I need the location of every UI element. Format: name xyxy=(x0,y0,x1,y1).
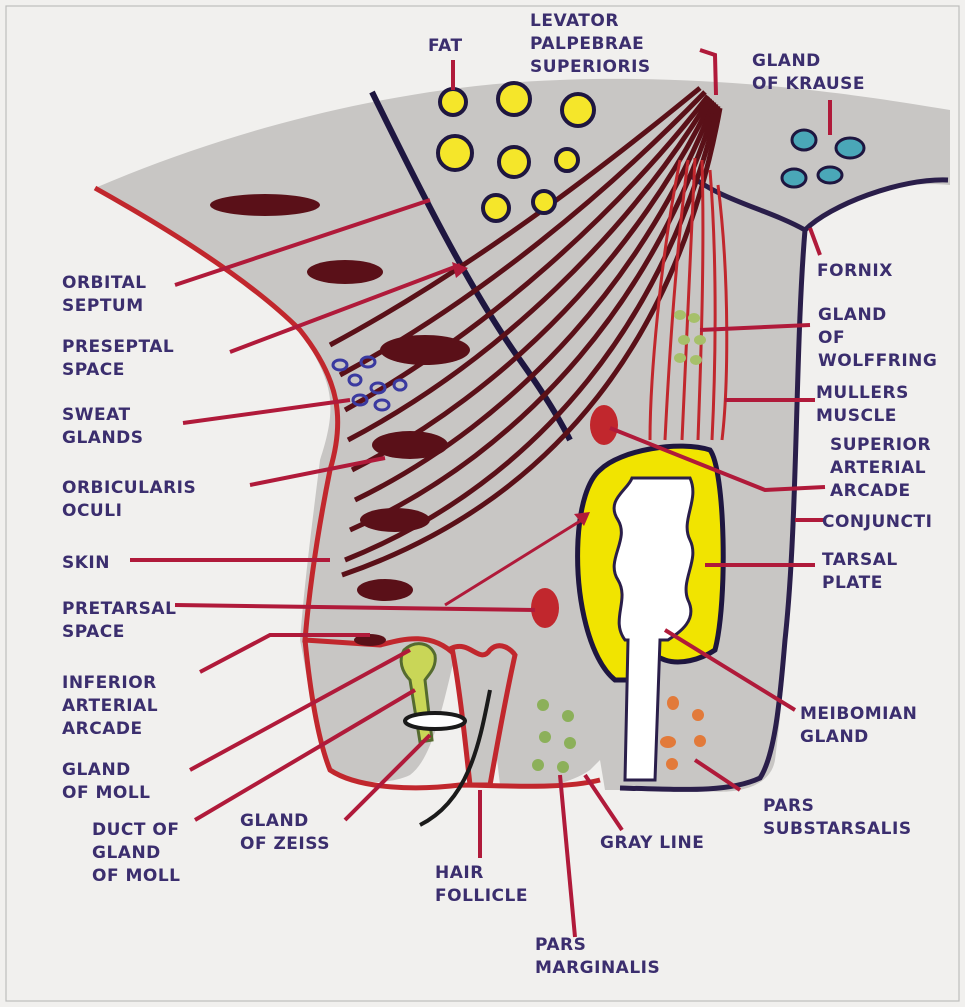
label-orbital-septum: ORBITAL xyxy=(62,273,147,293)
label-levator: SUPERIORIS xyxy=(530,57,651,77)
label-pretarsal-space: PRETARSAL xyxy=(62,599,176,619)
label-superior-arterial-arcade: ARCADE xyxy=(830,481,911,501)
label-tarsal-plate: TARSAL xyxy=(822,550,898,570)
gland-of-zeiss xyxy=(405,713,465,729)
label-inferior-arterial-arcade: ARTERIAL xyxy=(62,696,158,716)
label-hair-follicle: HAIR xyxy=(435,863,484,883)
label-conjunctiva: CONJUNCTI xyxy=(822,512,932,532)
label-pars-marginalis: MARGINALIS xyxy=(535,958,660,978)
label-duct-of-gland-of-moll: OF MOLL xyxy=(92,866,181,886)
label-inferior-arterial-arcade: ARCADE xyxy=(62,719,143,739)
marginal-arterial-arcade xyxy=(531,588,559,628)
eyelid-tissue xyxy=(95,79,950,792)
label-inferior-arterial-arcade: INFERIOR xyxy=(62,673,157,693)
label-sweat-glands: SWEAT xyxy=(62,405,131,425)
label-gland-of-zeiss: OF ZEISS xyxy=(240,834,330,854)
label-hair-follicle: FOLLICLE xyxy=(435,886,528,906)
label-duct-of-gland-of-moll: DUCT OF xyxy=(92,820,179,840)
label-levator: PALPEBRAE xyxy=(530,34,644,54)
label-gland-of-zeiss: GLAND xyxy=(240,811,309,831)
superior-arterial-arcade xyxy=(590,405,618,445)
label-preseptal-space: PRESEPTAL xyxy=(62,337,174,357)
label-pretarsal-space: SPACE xyxy=(62,622,125,642)
label-pars-substarsalis: SUBSTARSALIS xyxy=(763,819,912,839)
label-gland-of-wolffring: WOLFFRING xyxy=(818,351,937,371)
label-pars-marginalis: PARS xyxy=(535,935,586,955)
label-mullers-muscle: MULLERS xyxy=(816,383,909,403)
label-meibomian-gland: GLAND xyxy=(800,727,869,747)
label-gland-of-wolffring: GLAND xyxy=(818,305,887,325)
label-tarsal-plate: PLATE xyxy=(822,573,883,593)
label-skin: SKIN xyxy=(62,553,110,573)
label-fat: FAT xyxy=(428,36,463,56)
label-orbicularis-oculi: ORBICULARIS xyxy=(62,478,196,498)
label-pars-substarsalis: PARS xyxy=(763,796,814,816)
label-meibomian-gland: MEIBOMIAN xyxy=(800,704,917,724)
label-gland-of-moll: GLAND xyxy=(62,760,131,780)
label-krause: OF KRAUSE xyxy=(752,74,865,94)
label-fornix: FORNIX xyxy=(817,261,893,281)
label-gray-line: GRAY LINE xyxy=(600,833,704,853)
label-krause: GLAND xyxy=(752,51,821,71)
label-mullers-muscle: MUSCLE xyxy=(816,406,897,426)
label-gland-of-wolffring: OF xyxy=(818,328,845,348)
label-orbicularis-oculi: OCULI xyxy=(62,501,122,521)
label-superior-arterial-arcade: SUPERIOR xyxy=(830,435,931,455)
label-duct-of-gland-of-moll: GLAND xyxy=(92,843,161,863)
label-orbital-septum: SEPTUM xyxy=(62,296,144,316)
label-superior-arterial-arcade: ARTERIAL xyxy=(830,458,926,478)
label-gland-of-moll: OF MOLL xyxy=(62,783,151,803)
label-preseptal-space: SPACE xyxy=(62,360,125,380)
label-sweat-glands: GLANDS xyxy=(62,428,144,448)
label-levator: LEVATOR xyxy=(530,11,619,31)
